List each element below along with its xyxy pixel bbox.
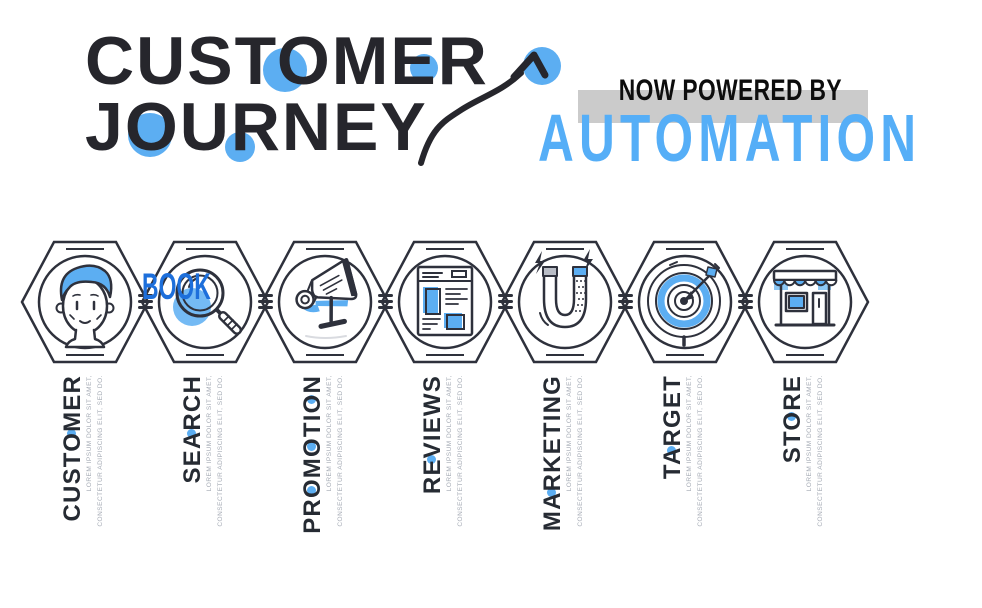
link-connector-icon xyxy=(497,294,513,312)
link-connector-icon xyxy=(737,294,753,312)
stage-hexagon-target xyxy=(620,240,750,364)
letter-accent-dot xyxy=(187,429,196,438)
stage-hexagon-search xyxy=(140,240,270,364)
stage-desc-search: LOREM IPSUM DOLOR SIT AMET, CONSECTETUR … xyxy=(204,375,226,527)
stage-desc-line: LOREM IPSUM DOLOR SIT AMET, xyxy=(446,375,453,492)
stage-hexagon-marketing xyxy=(500,240,630,364)
stage-desc-line: LOREM IPSUM DOLOR SIT AMET, xyxy=(86,375,93,492)
stage-desc-line: LOREM IPSUM DOLOR SIT AMET, xyxy=(326,375,333,492)
link-connector-icon xyxy=(617,294,633,312)
stage-label-customer: CUSTOMER xyxy=(59,375,86,522)
stage-label-marketing: MARKETING xyxy=(539,375,566,532)
stage-desc-target: LOREM IPSUM DOLOR SIT AMET, CONSECTETUR … xyxy=(684,375,706,527)
stage-label-promotion: PROMOTION xyxy=(299,375,326,534)
stage-desc-marketing: LOREM IPSUM DOLOR SIT AMET, CONSECTETUR … xyxy=(564,375,586,527)
letter-accent-dot xyxy=(667,446,676,455)
stage-label-search: SEARCH xyxy=(179,375,206,484)
letter-accent-dot xyxy=(787,412,796,421)
stage-desc-line: LOREM IPSUM DOLOR SIT AMET, xyxy=(806,375,813,492)
link-connector-icon xyxy=(257,294,273,312)
stage-desc-line: LOREM IPSUM DOLOR SIT AMET, xyxy=(566,375,573,492)
stage-desc-line: LOREM IPSUM DOLOR SIT AMET, xyxy=(686,375,693,492)
stage-hexagon-store xyxy=(740,240,870,364)
link-connector-icon xyxy=(137,294,153,312)
banner-headline: AUTOMATION xyxy=(538,101,922,176)
logo-accent-dot xyxy=(410,54,438,82)
letter-accent-dot xyxy=(307,486,316,495)
stage-desc-line: CONSECTETUR ADIPISCING ELIT, SED DO. xyxy=(97,375,104,527)
stage-desc-promotion: LOREM IPSUM DOLOR SIT AMET, CONSECTETUR … xyxy=(324,375,346,527)
target-icon xyxy=(647,261,721,347)
customer-icon xyxy=(55,264,115,349)
stage-hexagon-customer xyxy=(20,240,150,364)
stage-desc-line: CONSECTETUR ADIPISCING ELIT, SED DO. xyxy=(337,375,344,527)
stage-desc-line: CONSECTETUR ADIPISCING ELIT, SED DO. xyxy=(697,375,704,527)
kicker-background xyxy=(578,90,868,123)
stage-desc-line: CONSECTETUR ADIPISCING ELIT, SED DO. xyxy=(577,375,584,527)
stage-desc-line: CONSECTETUR ADIPISCING ELIT, SED DO. xyxy=(817,375,824,527)
letter-accent-dot xyxy=(307,442,316,451)
arrow-icon xyxy=(418,47,561,166)
page-title-line1: CUSTOMER xyxy=(85,23,489,99)
logo-accent-dot xyxy=(225,132,255,162)
stage-label-target: TARGET xyxy=(659,375,686,480)
banner-kicker: NOW POWERED BY xyxy=(618,74,842,107)
marketing-icon xyxy=(535,249,593,329)
page-title: CUSTOMER JOURNEY xyxy=(85,23,489,165)
stage-desc-line: CONSECTETUR ADIPISCING ELIT, SED DO. xyxy=(457,375,464,527)
logo-o-dot xyxy=(263,48,307,92)
link-connector-icon xyxy=(377,294,393,312)
reviews-icon xyxy=(416,265,474,337)
letter-accent-dot xyxy=(307,395,316,404)
stage-hexagon-reviews xyxy=(380,240,510,364)
book-overlay-label: BOOK xyxy=(142,266,211,307)
page-title-line2: JOURNEY xyxy=(85,89,428,165)
store-icon xyxy=(772,269,838,327)
logo-o-dot xyxy=(128,113,172,157)
stage-desc-store: LOREM IPSUM DOLOR SIT AMET, CONSECTETUR … xyxy=(804,375,826,527)
stage-desc-line: CONSECTETUR ADIPISCING ELIT, SED DO. xyxy=(217,375,224,527)
stage-hexagon-promotion xyxy=(260,240,390,364)
letter-accent-dot xyxy=(547,488,556,497)
letter-accent-dot xyxy=(67,429,76,438)
stage-desc-customer: LOREM IPSUM DOLOR SIT AMET, CONSECTETUR … xyxy=(84,375,106,527)
promotion-icon xyxy=(295,258,358,329)
stage-desc-line: LOREM IPSUM DOLOR SIT AMET, xyxy=(206,375,213,492)
stage-label-reviews: REVIEWS xyxy=(419,375,446,495)
search-icon xyxy=(173,268,242,335)
stage-label-store: STORE xyxy=(779,375,806,464)
letter-accent-dot xyxy=(427,455,436,464)
stage-desc-reviews: LOREM IPSUM DOLOR SIT AMET, CONSECTETUR … xyxy=(444,375,466,527)
